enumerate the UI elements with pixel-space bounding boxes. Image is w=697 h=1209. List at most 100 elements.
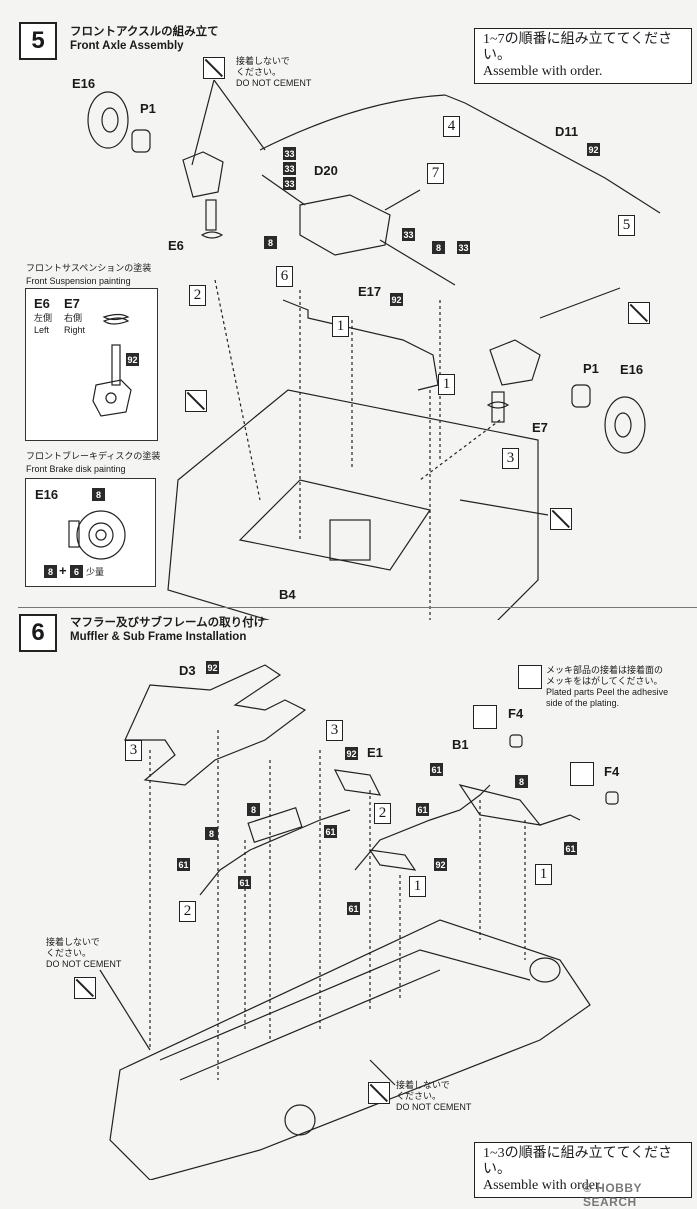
brake-part: E16: [35, 487, 59, 502]
order-note-jp: 1~3の順番に組み立ててください。: [483, 1146, 673, 1177]
color-chip-33: 33: [283, 162, 296, 175]
plated-note: メッキ部品の接着は接着面の メッキをはがしてください。 Plated parts…: [546, 665, 668, 709]
mix-chip-a: 8: [44, 565, 57, 578]
knuckle-left: [182, 151, 224, 198]
plated-parts-icon: [518, 665, 542, 689]
order-number-1b: 1: [438, 374, 455, 395]
mix-plus: +: [59, 563, 67, 578]
order-number-3b: 3: [326, 720, 343, 741]
chassis-front: [167, 389, 539, 620]
plated-note-en1: Plated parts Peel the adhesive: [546, 687, 669, 697]
bracket-e1: [333, 769, 382, 796]
no-cement-icon: [368, 1082, 390, 1104]
shock-left: [200, 231, 224, 239]
order-number-4: 4: [443, 116, 460, 137]
part-d11: D11: [555, 124, 579, 139]
order-number-3: 3: [502, 448, 519, 469]
color-chip-92: 92: [434, 858, 447, 871]
color-chip-8: 8: [264, 236, 277, 249]
stabilizer-e17: [282, 299, 439, 391]
part-f4-2: F4: [604, 764, 620, 779]
plated-icon: [570, 762, 594, 786]
part-b4: B4: [279, 587, 296, 602]
no-cement-jp1: 接着しないで: [396, 1080, 450, 1090]
order-number-1: 1: [332, 316, 349, 337]
color-chip-92: 92: [390, 293, 403, 306]
order-number-3: 3: [125, 740, 142, 761]
step-6-number: 6: [19, 614, 57, 652]
susp-panel-title-en: Front Suspension painting: [26, 276, 131, 286]
no-cement-jp2: ください。: [396, 1091, 442, 1101]
part-e7: E7: [532, 420, 548, 435]
susp-right-jp: 右側: [64, 313, 83, 323]
shock-right: [486, 401, 510, 409]
part-e16: E16: [72, 76, 96, 91]
step-divider: [18, 607, 697, 608]
color-chip-8: 8: [515, 775, 528, 788]
part-e1: E1: [367, 745, 383, 760]
step-6-title-en: Muffler & Sub Frame Installation: [70, 631, 247, 643]
step-5-order-note: 1~7の順番に組み立ててください。 Assemble with order.: [474, 28, 692, 84]
plated-note-jp: メッキ部品の接着は接着面の: [546, 665, 664, 675]
color-chip-61: 61: [238, 876, 251, 889]
no-cement-icon: [185, 390, 207, 412]
watermark: © HOBBY SEARCH: [583, 1181, 642, 1209]
color-chip-61: 61: [430, 763, 443, 776]
subframe-d3: [124, 664, 307, 786]
muffler-b1: [458, 784, 542, 826]
order-number-6: 6: [276, 266, 293, 287]
no-cement-note-bottom: 接着しないで ください。 DO NOT CEMENT: [396, 1080, 471, 1113]
susp-left-en: Left: [34, 325, 50, 335]
no-cement-en: DO NOT CEMENT: [46, 959, 122, 969]
no-cement-jp1: 接着しないで: [236, 56, 290, 66]
color-chip-8: 8: [205, 827, 218, 840]
part-d20: D20: [314, 163, 338, 178]
mix-note: 少量: [86, 567, 105, 577]
order-number-1: 1: [409, 876, 426, 897]
step-6-title-jp: マフラー及びサブフレームの取り付け: [70, 617, 266, 629]
step-5-title-en: Front Axle Assembly: [70, 40, 184, 52]
part-p1-right: P1: [583, 361, 599, 376]
order-number-2: 2: [189, 285, 206, 306]
order-number-5: 5: [618, 215, 635, 236]
plated-icon: [473, 705, 497, 729]
part-b1: B1: [452, 737, 469, 752]
suspension-illustration: [92, 313, 132, 417]
susp-panel-title-jp: フロントサスペンションの塗装: [26, 263, 152, 273]
chassis-underside: [109, 919, 591, 1180]
color-chip-92: 92: [345, 747, 358, 760]
step-6-order-note: 1~3の順番に組み立ててください。 Assemble with order.: [474, 1142, 692, 1198]
brake-disc-right: [604, 396, 646, 454]
no-cement-icon: [74, 977, 96, 999]
no-cement-icon: [203, 57, 225, 79]
brake-disc-illustration: [68, 510, 126, 560]
no-cement-note-left: 接着しないで ください。 DO NOT CEMENT: [46, 937, 121, 970]
part-p1: P1: [140, 101, 156, 116]
part-e6: E6: [168, 238, 184, 253]
knuckle-right: [489, 339, 541, 386]
color-chip-61: 61: [416, 803, 429, 816]
color-chip-61: 61: [177, 858, 190, 871]
plated-note-jp2: メッキをはがしてください。: [546, 676, 663, 686]
no-cement-en: DO NOT CEMENT: [396, 1102, 472, 1112]
brake-color-chip: 8: [92, 488, 105, 501]
no-cement-jp1: 接着しないで: [46, 937, 100, 947]
brake-paint-panel: E16 8 8 + 6 少量: [25, 478, 156, 587]
color-chip-33: 33: [402, 228, 415, 241]
tie-rod-d11: [444, 94, 661, 214]
order-number-2: 2: [374, 803, 391, 824]
no-cement-jp2: ください。: [236, 67, 282, 77]
plated-note-en2: side of the plating.: [546, 698, 620, 708]
f4-part: [509, 734, 523, 748]
exhaust-pipe-right: [354, 784, 491, 871]
susp-right-part: E7: [64, 296, 80, 311]
color-chip-92: 92: [587, 143, 600, 156]
order-number-2b: 2: [179, 901, 196, 922]
susp-right-en: Right: [64, 325, 86, 335]
susp-paint-panel: E6 E7 左側 右側 Left Right 92: [25, 288, 158, 441]
susp-color-chip: 92: [126, 353, 139, 366]
color-chip-33: 33: [283, 177, 296, 190]
no-cement-note-top: 接着しないで ください。 DO NOT CEMENT: [236, 56, 311, 89]
color-chip-8: 8: [432, 241, 445, 254]
order-number-1b: 1: [535, 864, 552, 885]
